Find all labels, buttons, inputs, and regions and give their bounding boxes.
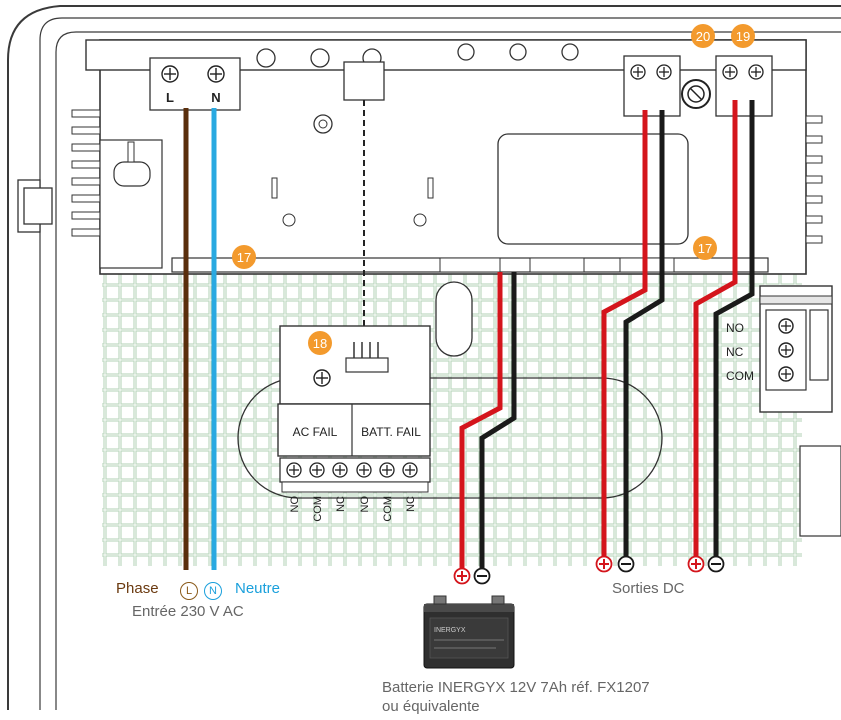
- relay-pin-label-4: NO: [359, 496, 371, 513]
- battery-black-wire: [479, 272, 517, 568]
- phase-label: Phase: [116, 580, 159, 597]
- svg-text:18: 18: [313, 336, 327, 351]
- power-supply-unit: L N: [71, 39, 823, 275]
- right-relay-screw-nc: [778, 342, 794, 358]
- right-relay-screw-no: [778, 318, 794, 334]
- dc-screw-1: [630, 64, 646, 80]
- wires: [183, 100, 755, 570]
- relay-screw-6: [402, 462, 418, 478]
- neutral-symbol: N: [204, 582, 222, 600]
- batt-fail-label: BATT. FAIL: [361, 425, 421, 439]
- svg-text:19: 19: [736, 29, 750, 44]
- enclosure: [7, 5, 841, 710]
- battery-caption-line1: Batterie INERGYX 12V 7Ah réf. FX1207: [382, 679, 650, 696]
- relay-pin-label-5: COM: [382, 496, 394, 522]
- ac-fail-label: AC FAIL: [293, 425, 338, 439]
- right-relay-no-label: NO: [726, 321, 744, 335]
- dc-out2-minus-marker: [707, 555, 725, 573]
- battery-illustration: INERGYX: [423, 595, 515, 669]
- right-side-block: [799, 445, 841, 537]
- callout-badges: 17 17 18 19 20: [232, 24, 755, 355]
- dc-out2-red-wire: [693, 100, 738, 556]
- polarity-markers: [453, 555, 725, 585]
- relay-pin-label-2: COM: [312, 496, 324, 522]
- hinge-clip: [17, 179, 53, 233]
- neutral-label: Neutre: [235, 580, 281, 597]
- right-relay-module: NO NC COM: [726, 285, 833, 413]
- battery-caption-line2: ou équivalente: [382, 698, 480, 715]
- dc-screw-4: [748, 64, 764, 80]
- badge-20: 20: [691, 24, 715, 48]
- badge-17-right: 17: [693, 236, 717, 260]
- badge-19: 19: [731, 24, 755, 48]
- right-relay-com-label: COM: [726, 369, 754, 383]
- relay-adjust-screw: [313, 369, 331, 387]
- dc-out1-plus-marker: [595, 555, 613, 573]
- dc-outputs-label: Sorties DC: [612, 580, 685, 597]
- dc-out2-black-wire: [713, 100, 755, 556]
- dc-out1-minus-marker: [617, 555, 635, 573]
- svg-text:17: 17: [237, 250, 251, 265]
- relay-pin-label-1: NO: [289, 496, 301, 513]
- relay-screw-3: [332, 462, 348, 478]
- battery-minus-marker: [473, 567, 491, 585]
- cable-passage-oval: [237, 377, 663, 499]
- wall-keyhole: [435, 281, 473, 357]
- right-relay-nc-label: NC: [726, 345, 744, 359]
- battery-brand-logo: INERGYX: [434, 627, 466, 634]
- voltage-potentiometer: [681, 79, 711, 109]
- battery-caption: Batterie INERGYX 12V 7Ah réf. FX1207 ou …: [382, 678, 650, 716]
- relay-pin-label-6: NC: [405, 496, 417, 512]
- relay-screw-2: [309, 462, 325, 478]
- dc-screw-2: [656, 64, 672, 80]
- battery-plus-marker: [453, 567, 471, 585]
- screw-terminal-n: [207, 65, 225, 83]
- dc-screw-3: [722, 64, 738, 80]
- relay-screw-5: [379, 462, 395, 478]
- dc-out1-black-wire: [623, 110, 665, 556]
- dc-out2-plus-marker: [687, 555, 705, 573]
- phase-symbol: L: [180, 582, 198, 600]
- svg-text:17: 17: [698, 241, 712, 256]
- badge-18: 18: [308, 331, 332, 355]
- ac-input-label: Entrée 230 V AC: [132, 603, 244, 620]
- battery-red-wire: [459, 272, 503, 568]
- alarm-relay-module: AC FAIL BATT. FAIL NO COM NC NO COM NC: [277, 325, 431, 522]
- screw-terminal-l: [161, 65, 179, 83]
- relay-screw-4: [356, 462, 372, 478]
- relay-pin-label-3: NC: [335, 496, 347, 512]
- terminal-n-label: N: [211, 90, 220, 105]
- dc-out1-red-wire: [601, 110, 648, 556]
- badge-17-left: 17: [232, 245, 256, 269]
- relay-screw-1: [286, 462, 302, 478]
- svg-text:20: 20: [696, 29, 710, 44]
- right-relay-screw-com: [778, 366, 794, 382]
- terminal-l-label: L: [166, 90, 174, 105]
